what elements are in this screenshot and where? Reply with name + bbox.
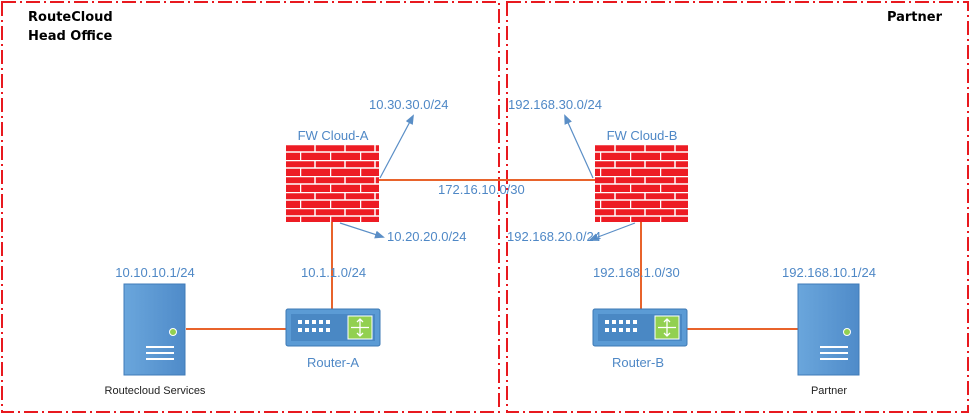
router-a-label: Router-A bbox=[307, 355, 359, 370]
arrow-fw-a-net1 bbox=[379, 114, 414, 179]
zone-partner-title: Partner bbox=[887, 10, 943, 25]
zone-head-office-title-1: RouteCloud bbox=[28, 10, 113, 25]
server-b[interactable] bbox=[797, 283, 860, 376]
arrow-fw-b-net2 bbox=[588, 222, 636, 241]
net-label-fw-a-2: 10.20.20.0/24 bbox=[387, 229, 467, 244]
firewall-icon bbox=[286, 144, 379, 222]
arrow-fw-b-net1 bbox=[564, 114, 594, 179]
server-vents bbox=[820, 346, 848, 360]
router-b[interactable] bbox=[592, 308, 688, 347]
fw-a-label: FW Cloud-A bbox=[298, 128, 369, 143]
router-a[interactable] bbox=[285, 308, 381, 347]
zone-partner bbox=[506, 1, 969, 413]
firewall-b[interactable] bbox=[595, 144, 688, 222]
router-ports bbox=[298, 320, 330, 332]
net-label-fw-link: 172.16.10.0/30 bbox=[438, 182, 525, 197]
net-label-fw-b-2: 192.168.20.0/24 bbox=[507, 229, 601, 244]
zone-head-office-title-2: Head Office bbox=[28, 29, 113, 44]
server-vents bbox=[146, 346, 174, 360]
router-b-label: Router-B bbox=[612, 355, 664, 370]
net-label-fw-a-1: 10.30.30.0/24 bbox=[369, 97, 449, 112]
net-label-fw-b-1: 192.168.30.0/24 bbox=[508, 97, 602, 112]
zone-head-office bbox=[1, 1, 500, 413]
server-a-ip: 10.10.10.1/24 bbox=[115, 265, 195, 280]
server-a[interactable] bbox=[123, 283, 186, 376]
server-b-label: Partner bbox=[811, 385, 847, 397]
arrow-fw-a-net2 bbox=[339, 222, 385, 239]
server-a-label: Routecloud Services bbox=[105, 385, 206, 397]
server-b-ip: 192.168.10.1/24 bbox=[782, 265, 876, 280]
firewall-icon bbox=[595, 144, 688, 222]
router-ports bbox=[605, 320, 637, 332]
firewall-a[interactable] bbox=[286, 144, 379, 222]
fw-b-label: FW Cloud-B bbox=[607, 128, 678, 143]
net-label-link-b: 192.168.1.0/30 bbox=[593, 265, 680, 280]
net-label-link-a: 10.1.1.0/24 bbox=[301, 265, 366, 280]
